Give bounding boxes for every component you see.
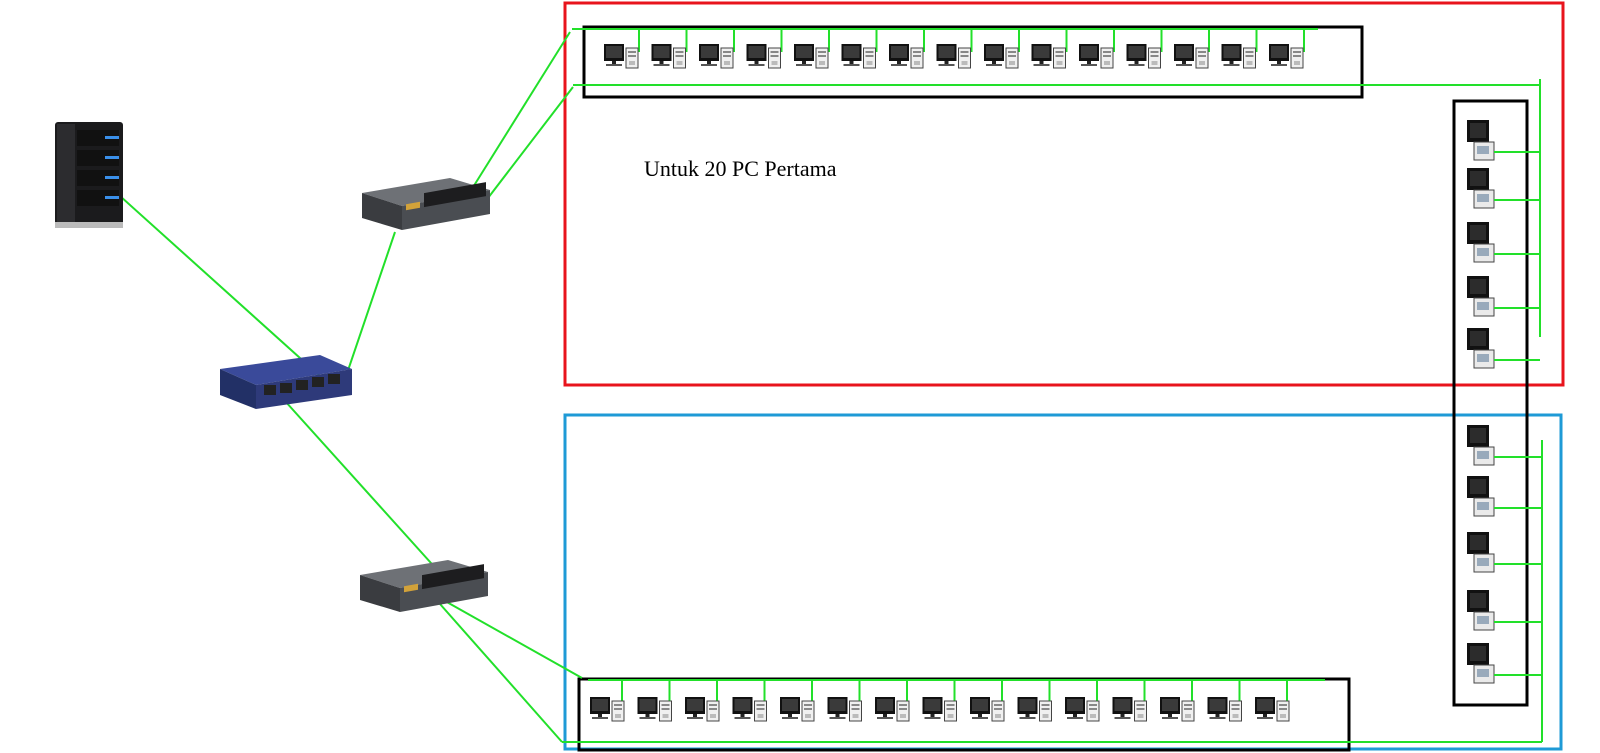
desktop-computer-icon xyxy=(1466,424,1495,466)
desktop-computer-icon xyxy=(746,43,781,69)
desktop-computer-icon xyxy=(1466,119,1495,161)
desktop-computer-icon xyxy=(1254,696,1290,722)
desktop-computer-icon xyxy=(793,43,829,69)
network-switch-icon xyxy=(220,355,352,409)
desktop-computer-icon xyxy=(684,696,720,722)
top-pc-row-frame xyxy=(582,25,1364,99)
desktop-computer-icon xyxy=(603,43,639,69)
desktop-computer-icon xyxy=(1207,696,1242,722)
desktop-computer-icon xyxy=(874,696,910,722)
24-port-switch-icon xyxy=(360,560,488,612)
24-port-switch-icon xyxy=(362,178,490,230)
desktop-computer-icon xyxy=(637,696,672,722)
desktop-computer-icon xyxy=(888,43,924,69)
desktop-computer-icon xyxy=(1466,642,1495,684)
desktop-computer-icon xyxy=(1221,43,1256,69)
desktop-computer-icon xyxy=(841,43,876,69)
desktop-computer-icon xyxy=(1173,43,1209,69)
desktop-computer-icon xyxy=(1159,696,1195,722)
desktop-computer-icon xyxy=(922,696,957,722)
desktop-computer-icon xyxy=(1268,43,1304,69)
cables xyxy=(119,28,1543,743)
desktop-computer-icon xyxy=(1466,167,1495,209)
desktop-computer-icon xyxy=(732,696,767,722)
top-zone-frame xyxy=(563,1,1565,387)
desktop-computer-icon xyxy=(1466,327,1495,369)
desktop-computer-icon xyxy=(779,696,815,722)
desktop-computer-icon xyxy=(1112,696,1147,722)
desktop-computer-icon xyxy=(1466,275,1495,317)
pc-group xyxy=(589,29,1542,722)
desktop-computer-icon xyxy=(969,696,1005,722)
desktop-computer-icon xyxy=(1466,475,1495,517)
diagram-label: Untuk 20 PC Pertama xyxy=(644,156,837,181)
desktop-computer-icon xyxy=(1466,531,1495,573)
desktop-computer-icon xyxy=(1078,43,1114,69)
right-pc-column-frame xyxy=(1452,99,1529,707)
desktop-computer-icon xyxy=(589,696,625,722)
desktop-computer-icon xyxy=(1017,696,1052,722)
bottom-zone-frame xyxy=(563,413,1563,751)
desktop-computer-icon xyxy=(698,43,734,69)
desktop-computer-icon xyxy=(1466,589,1495,631)
desktop-computer-icon xyxy=(1031,43,1066,69)
desktop-computer-icon xyxy=(1064,696,1100,722)
server-icon xyxy=(55,122,123,228)
desktop-computer-icon xyxy=(1126,43,1161,69)
desktop-computer-icon xyxy=(651,43,686,69)
desktop-computer-icon xyxy=(983,43,1019,69)
desktop-computer-icon xyxy=(1466,221,1495,263)
desktop-computer-icon xyxy=(827,696,862,722)
desktop-computer-icon xyxy=(936,43,971,69)
